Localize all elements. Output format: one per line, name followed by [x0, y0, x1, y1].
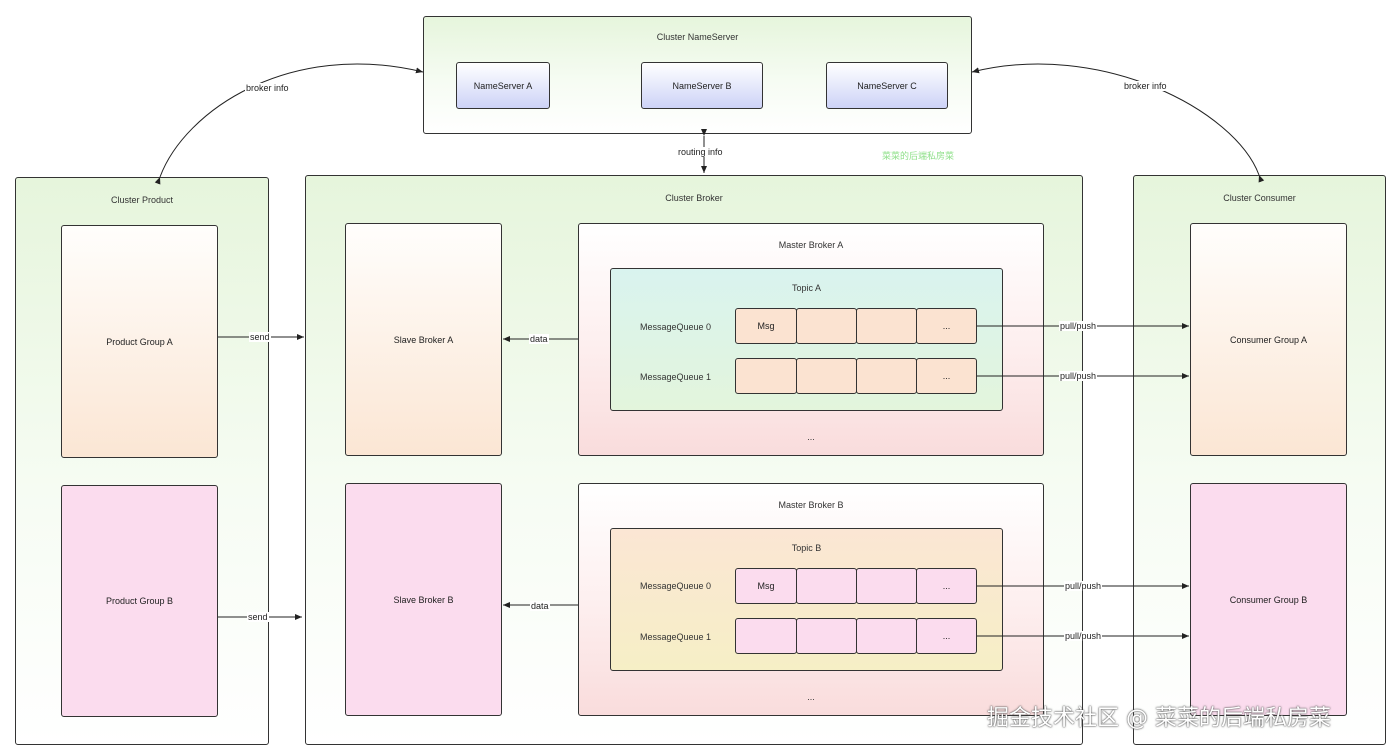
data-b-label: data	[530, 601, 550, 611]
cluster-product-title: Cluster Product	[110, 195, 174, 205]
send-b-label: send	[247, 612, 269, 622]
topic-b-queue-0-label: MessageQueue 0	[640, 581, 712, 591]
topic-b-q0-cell: Msg	[735, 568, 797, 604]
broker-info-left-edge	[154, 63, 424, 185]
product-group-b: Product Group B	[61, 485, 218, 717]
pull-a1-label: pull/push	[1059, 371, 1098, 381]
topic-a-queue-1-label: MessageQueue 1	[640, 372, 712, 382]
pull-b1-label: pull/push	[1064, 631, 1103, 641]
topic-b-q0-cell	[796, 568, 857, 604]
topic-b-title: Topic B	[791, 543, 822, 553]
cluster-broker-title: Cluster Broker	[665, 193, 723, 203]
topic-b-q0-cell	[856, 568, 917, 604]
cluster-consumer-title: Cluster Consumer	[1223, 193, 1296, 203]
master-broker-b-title: Master Broker B	[778, 500, 844, 510]
cluster-nameserver-title: Cluster NameServer	[656, 32, 739, 42]
topic-b-q1-cell	[796, 618, 857, 654]
master-broker-a-more: ...	[807, 432, 815, 442]
consumer-group-a: Consumer Group A	[1190, 223, 1347, 456]
topic-b-queue-1-label: MessageQueue 1	[640, 632, 712, 642]
product-group-a: Product Group A	[61, 225, 218, 458]
topic-a-q0-cell	[856, 308, 917, 344]
slave-broker-a: Slave Broker A	[345, 223, 502, 456]
slave-broker-b: Slave Broker B	[345, 483, 502, 716]
topic-b-q1-cell	[735, 618, 797, 654]
watermark-small: 菜菜的后端私房菜	[882, 152, 955, 162]
routing-info-label: routing info	[677, 147, 724, 157]
pull-a0-label: pull/push	[1059, 321, 1098, 331]
data-a-label: data	[529, 334, 549, 344]
topic-a-q1-cell	[735, 358, 797, 394]
topic-b-q1-cell	[856, 618, 917, 654]
consumer-group-b: Consumer Group B	[1190, 483, 1347, 716]
watermark: 掘金技术社区 @ 菜菜的后端私房菜	[987, 706, 1331, 731]
topic-a-q0-cell	[796, 308, 857, 344]
topic-a-title: Topic A	[791, 283, 822, 293]
topic-a-q0-cell: ...	[916, 308, 977, 344]
topic-a-q0-cell: Msg	[735, 308, 797, 344]
broker-info-right-edge	[971, 63, 1265, 183]
topic-a-q1-cell: ...	[916, 358, 977, 394]
nameserver-c: NameServer C	[826, 62, 948, 109]
topic-a-q1-cell	[796, 358, 857, 394]
topic-b-q0-cell: ...	[916, 568, 977, 604]
topic-a-q1-cell	[856, 358, 917, 394]
master-broker-a-title: Master Broker A	[778, 240, 844, 250]
topic-b-q1-cell: ...	[916, 618, 977, 654]
master-broker-b-more: ...	[807, 692, 815, 702]
send-a-label: send	[249, 332, 271, 342]
nameserver-a: NameServer A	[456, 62, 550, 109]
topic-a-queue-0-label: MessageQueue 0	[640, 322, 712, 332]
nameserver-b: NameServer B	[641, 62, 763, 109]
pull-b0-label: pull/push	[1064, 581, 1103, 591]
broker-info-right-label: broker info	[1123, 81, 1168, 91]
broker-info-left-label: broker info	[245, 83, 290, 93]
